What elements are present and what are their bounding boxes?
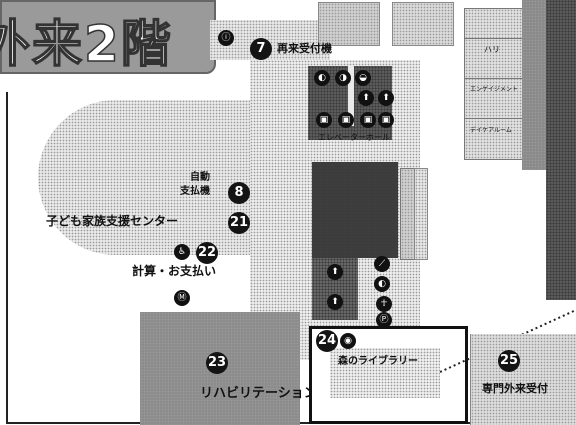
- restroom-icon: ◑: [335, 70, 351, 86]
- restroom-icon: ◒: [355, 70, 371, 86]
- marker-23: 23: [206, 352, 228, 374]
- marker-22: 22: [196, 242, 218, 264]
- auto-payment-label-line1: 自動: [190, 172, 210, 183]
- auto-payment-label-line2: 支払機: [180, 186, 210, 197]
- right-room-divider-1: [464, 38, 528, 39]
- library-icon: ◉: [340, 333, 356, 349]
- elevator-block-divider: [348, 66, 354, 126]
- elevator-icon: ⬆: [327, 294, 343, 310]
- right-label-2: エンゲイジメント: [470, 86, 518, 93]
- right-room-column: [464, 8, 528, 160]
- central-dark-block: [312, 162, 398, 258]
- marker-21: 21: [228, 212, 250, 234]
- billing-label: 計算・お支払い: [132, 264, 217, 278]
- room-top-1: [318, 2, 380, 46]
- marker-25: 25: [498, 350, 520, 372]
- escalator-icon: ⟋: [374, 256, 390, 272]
- elevator-icon: ⬆: [327, 264, 343, 280]
- specialty-clinic-room: [470, 334, 576, 425]
- atm-m-icon: Ⓜ: [174, 290, 190, 306]
- title-banner: [0, 0, 216, 74]
- marker-7: 7: [250, 38, 272, 60]
- room-top-2: [392, 2, 454, 46]
- atm-icon: ▣: [316, 112, 332, 128]
- wheelchair-icon: ♿: [174, 244, 190, 260]
- right-room-divider-2: [464, 78, 528, 79]
- right-mid-block: [522, 0, 546, 170]
- restroom-icon: ◐: [314, 70, 330, 86]
- restroom-icon: ☥: [376, 296, 392, 312]
- library-label: 森のライブラリー: [338, 356, 418, 367]
- parking-icon: Ⓟ: [376, 312, 392, 328]
- elevator-hall-label: エレベーターホール: [318, 133, 390, 142]
- page-title: 外来2階: [0, 14, 173, 74]
- elevator-icon: ⬆: [378, 90, 394, 106]
- right-room-divider-3: [464, 118, 528, 119]
- rehabilitation-label: リハビリテーション: [200, 386, 317, 401]
- library-inner: [330, 348, 440, 398]
- atm-icon: ▣: [338, 112, 354, 128]
- right-label-1: ハリ: [484, 45, 500, 54]
- right-dark-block: [546, 0, 576, 300]
- restroom-icon: ◐: [374, 276, 390, 292]
- child-family-label: 子ども家族支援センター: [46, 214, 179, 228]
- re-reception-label: 再来受付機: [277, 42, 332, 55]
- atm-icon: ▣: [378, 112, 394, 128]
- atm-icon: ▣: [360, 112, 376, 128]
- vertical-strip-1: [400, 168, 416, 260]
- marker-24: 24: [316, 330, 338, 352]
- specialty-clinic-label: 専門外来受付: [482, 382, 548, 395]
- vertical-strip-2: [414, 168, 428, 260]
- right-label-3: デイケアルーム: [470, 127, 512, 134]
- elevator-icon: ⬆: [358, 90, 374, 106]
- info-icon: ⓘ: [218, 30, 234, 46]
- marker-8: 8: [228, 182, 250, 204]
